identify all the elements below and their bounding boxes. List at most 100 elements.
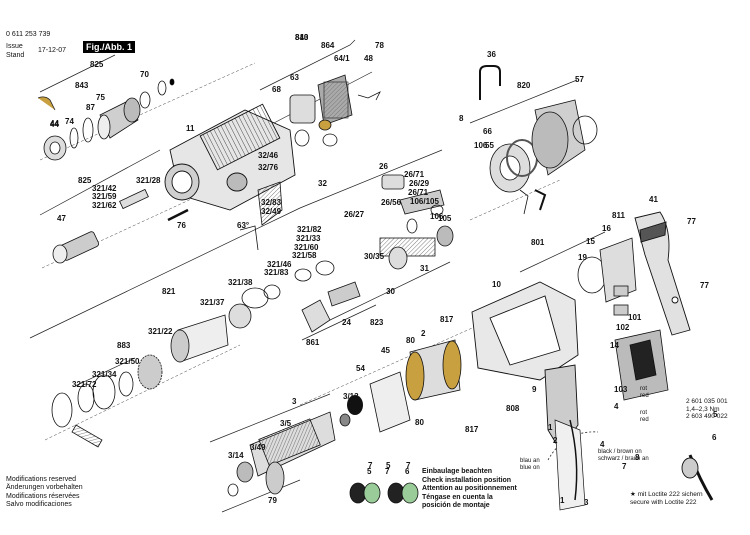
hook-part-36: [479, 65, 501, 100]
callout-label: 80: [406, 336, 415, 345]
callout-label: 6: [405, 467, 410, 476]
document-number: 0 611 253 739: [6, 31, 51, 38]
callout-label: 80: [415, 418, 424, 427]
callout-label: 57: [575, 75, 584, 84]
callout-label: 63: [290, 73, 299, 82]
callout-label: 3: [584, 498, 589, 507]
callout-label: 7: [406, 461, 411, 470]
spindle-parts-821: [51, 260, 361, 448]
callout-label: 44: [50, 119, 59, 128]
callout-label: 101: [628, 313, 642, 322]
callout-label: 106: [474, 141, 488, 150]
callout-label: 77: [687, 217, 696, 226]
callout-label: 3/5: [280, 419, 292, 428]
figure-label: Fig./Abb. 1: [83, 41, 135, 53]
callout-label: 321/82: [297, 225, 322, 234]
callout-label: 32/83: [261, 198, 282, 207]
bracket-lines: [29, 39, 606, 513]
wire-label-red-2: rot red: [640, 410, 649, 423]
issue-label: Issue Stand: [6, 43, 25, 59]
armature-3: [227, 411, 351, 497]
callout-label: 808: [506, 404, 520, 413]
callout-label: 11: [186, 124, 195, 133]
callout-label: 36: [487, 50, 496, 59]
callout-label: 19: [578, 253, 587, 262]
callout-label: 821: [162, 287, 176, 296]
callout-label: 321/50: [115, 357, 140, 366]
callout-label: 26/71: [408, 188, 429, 197]
callout-label: 106: [430, 212, 444, 221]
callout-label: 47: [57, 214, 66, 223]
bearing-54: [347, 395, 363, 415]
callout-label: 861: [306, 338, 320, 347]
callout-label: 77: [700, 281, 709, 290]
modifications-note: Modifications reserved Änderungen vorbeh…: [6, 476, 83, 509]
callout-label: 105: [438, 214, 452, 223]
callout-label: 32/49: [261, 207, 282, 216]
callout-label: 820: [517, 81, 531, 90]
callout-label: 7: [368, 461, 373, 470]
side-handle-41: [634, 211, 691, 336]
callout-label: 883: [117, 341, 131, 350]
wire-label-red-1: rot red: [640, 386, 649, 399]
callout-label: 2: [553, 436, 558, 445]
callout-label: 6: [712, 433, 717, 442]
loctite-note: ★ mit Loctite 222 sichern secure with Lo…: [630, 491, 703, 506]
install-position-icons: [349, 482, 419, 504]
callout-label: 63°: [237, 221, 249, 230]
callout-label: 76: [177, 221, 186, 230]
callout-label: 26/29: [409, 179, 430, 188]
cable-label-blue: blau an blue on: [520, 458, 540, 471]
callout-label: 7: [622, 462, 627, 471]
callout-label: 32/76: [258, 163, 279, 172]
callout-label: 32/46: [258, 151, 279, 160]
callout-label: 26/27: [344, 210, 365, 219]
field-coil-2: [405, 339, 462, 401]
callout-label: 3/14: [228, 451, 244, 460]
callout-label: 321/62: [92, 201, 117, 210]
callout-label: 817: [465, 425, 479, 434]
callout-label: 70: [140, 70, 149, 79]
callout-label: 3/13: [343, 392, 359, 401]
callout-label: 45: [381, 346, 390, 355]
callout-label: 321/58: [292, 251, 317, 260]
callout-label: 103: [614, 385, 628, 394]
callout-label: 75: [96, 93, 105, 102]
callout-label: 4: [600, 440, 605, 449]
callout-label: 30/35: [364, 252, 385, 261]
callout-label: 825: [78, 176, 92, 185]
callout-label: 321/33: [296, 234, 321, 243]
callout-label: 5: [713, 410, 718, 419]
callout-label: 321/38: [228, 278, 253, 287]
callout-label: 8: [459, 114, 464, 123]
callout-label: 55: [485, 141, 494, 150]
callout-label: 41: [649, 195, 658, 204]
callout-label: 9: [532, 385, 537, 394]
callout-label: 106/105: [410, 197, 439, 206]
callout-label: 321/59: [92, 192, 117, 201]
callout-label: 102: [616, 323, 630, 332]
callout-label: 321/46: [267, 260, 292, 269]
callout-label: 321/37: [200, 298, 225, 307]
callout-label: 843: [75, 81, 89, 90]
callout-label: 32: [318, 179, 327, 188]
bearing-plate-45: [369, 371, 411, 433]
callout-label: 1: [548, 423, 553, 432]
bearing-parts-840: [289, 74, 381, 147]
callout-label: 16: [602, 224, 611, 233]
callout-label: 813: [295, 33, 309, 42]
callout-label: 864: [321, 41, 335, 50]
switch-101: [614, 329, 669, 401]
cable-detail: [547, 419, 599, 511]
callout-label: 74: [65, 117, 74, 126]
callout-label: 2: [421, 329, 426, 338]
callout-label: 801: [531, 238, 545, 247]
callout-label: 3/49: [250, 443, 266, 452]
axis-lines: [39, 62, 561, 441]
callout-label: 321/83: [264, 268, 289, 277]
callout-label: 3: [292, 397, 297, 406]
callout-label: 26/71: [404, 170, 425, 179]
callout-label: 4: [614, 402, 619, 411]
